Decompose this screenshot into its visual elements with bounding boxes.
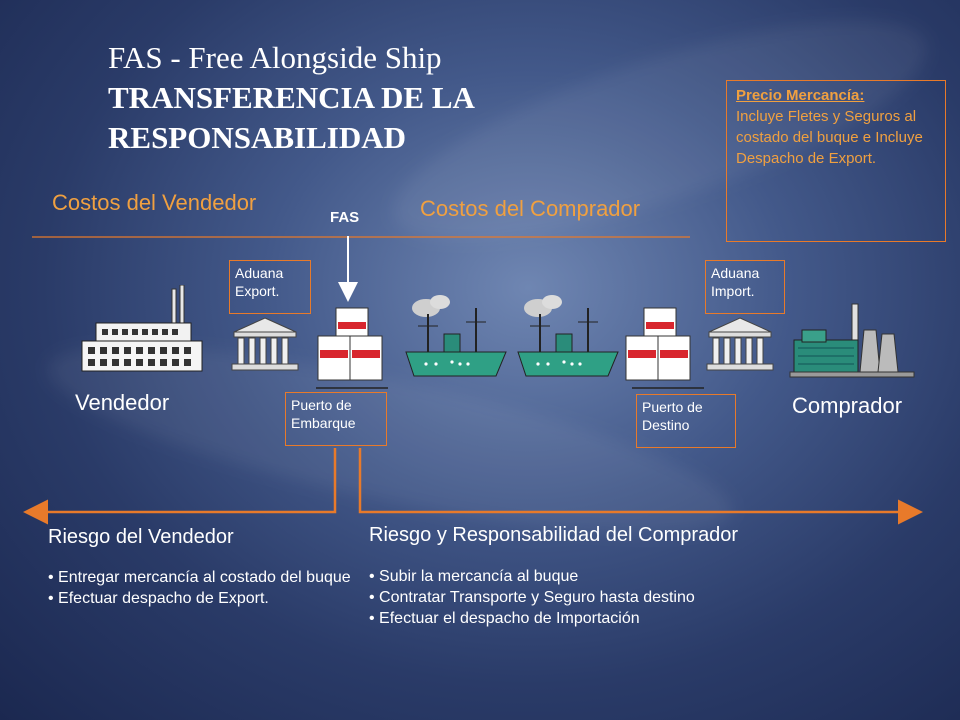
seller-risk-title: Riesgo del Vendedor: [48, 526, 234, 548]
list-item: Efectuar el despacho de Importación: [369, 608, 929, 629]
customs-building-icon: [231, 317, 299, 371]
origin-port-box: Puerto de Embarque: [285, 392, 387, 446]
slide-title: FAS - Free Alongside Ship: [108, 40, 442, 75]
container-stack-icon: [317, 307, 383, 381]
price-box-body: Incluye Fletes y Seguros al costado del …: [736, 108, 923, 167]
list-item: Subir la mercancía al buque: [369, 566, 929, 587]
buyer-label: Comprador: [792, 393, 903, 418]
buyer-risk-title: Riesgo y Responsabilidad del Comprador: [369, 524, 739, 546]
buyer-risk-list: Subir la mercancía al buque Contratar Tr…: [369, 566, 929, 629]
industrial-plant-icon: [789, 303, 915, 378]
import-customs-box: Aduana Import.: [705, 260, 785, 314]
buyer-costs-label: Costos del Comprador: [420, 196, 641, 221]
factory-icon: [81, 285, 203, 372]
seller-risk-list: Entregar mercancía al costado del buque …: [48, 567, 358, 609]
price-info-box: Precio Mercancía: Incluye Fletes y Segur…: [726, 80, 946, 242]
slide-subtitle: TRANSFERENCIA DE LA RESPONSABILIDAD: [108, 80, 474, 155]
list-item: Efectuar despacho de Export.: [48, 588, 358, 609]
fas-point-label: FAS: [330, 209, 360, 226]
price-box-heading: Precio Mercancía:: [736, 87, 865, 104]
ship-icon: [405, 295, 507, 377]
seller-label: Vendedor: [75, 390, 170, 415]
customs-building-icon: [706, 317, 774, 371]
ship-icon: [517, 295, 619, 377]
container-stack-icon: [625, 307, 691, 381]
seller-costs-label: Costos del Vendedor: [52, 190, 257, 215]
list-item: Entregar mercancía al costado del buque: [48, 567, 358, 588]
seller-risk-arrow: [23, 448, 337, 525]
list-item: Contratar Transporte y Seguro hasta dest…: [369, 587, 929, 608]
destination-port-box: Puerto de Destino: [636, 394, 736, 448]
buyer-risk-arrow: [358, 448, 923, 525]
export-customs-box: Aduana Export.: [229, 260, 311, 314]
